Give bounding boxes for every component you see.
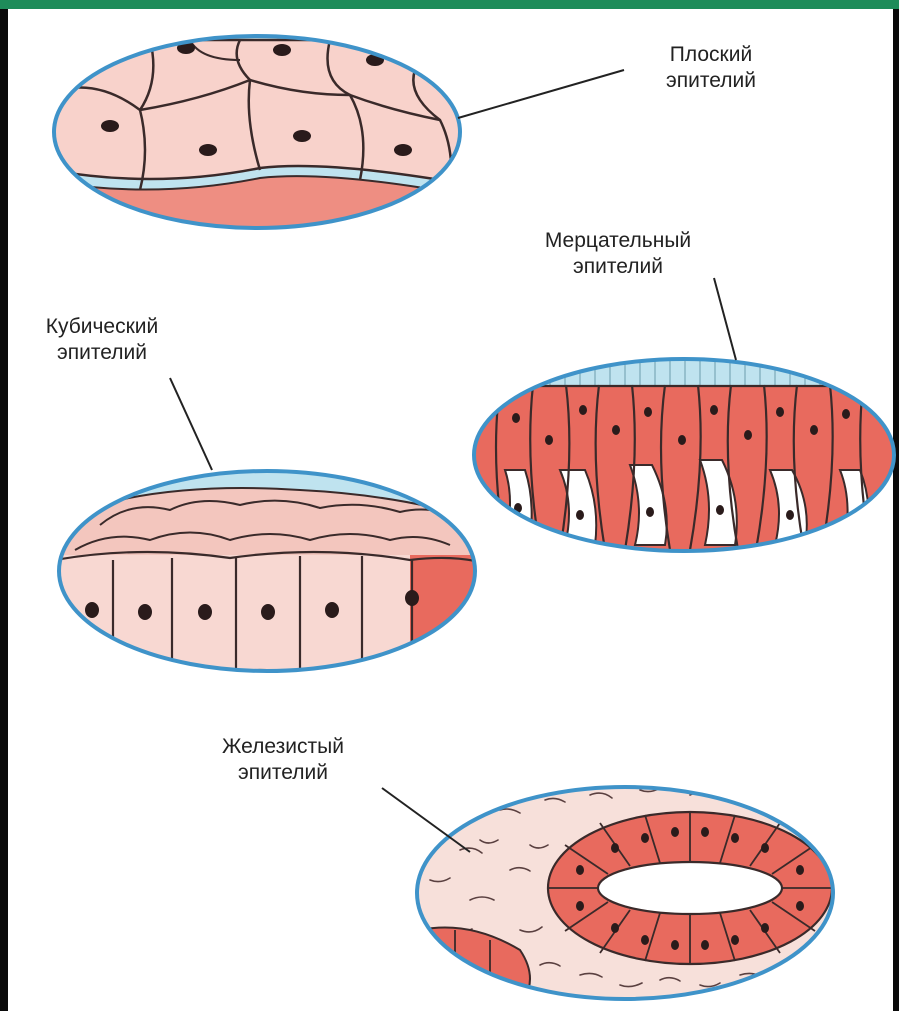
cubic-label-line-2: эпителий bbox=[12, 340, 192, 366]
flat-label-line-2: эпителий bbox=[636, 68, 786, 94]
flat-epithelium-oval bbox=[40, 36, 470, 240]
glandular-label-line-1: Железистый bbox=[188, 734, 378, 760]
cubic-epithelium-cells bbox=[55, 488, 485, 675]
ciliated-label-line-2: эпителий bbox=[498, 254, 738, 280]
glandular-epithelium-pointer bbox=[382, 788, 470, 852]
glandular-epithelium-oval bbox=[417, 787, 833, 1005]
cubic-label-line-1: Кубический bbox=[12, 314, 192, 340]
glandular-label-line-2: эпителий bbox=[188, 760, 378, 786]
cubic-epithelium-label: Кубический эпителий bbox=[12, 314, 192, 366]
ciliated-epithelium-label: Мерцательный эпителий bbox=[498, 228, 738, 280]
cubic-epithelium-pointer bbox=[170, 378, 212, 470]
ciliated-epithelium-cells bbox=[470, 355, 899, 555]
ciliated-epithelium-pointer bbox=[714, 278, 736, 360]
glandular-epithelium-label: Железистый эпителий bbox=[188, 734, 378, 786]
flat-epithelium-pointer bbox=[458, 70, 624, 118]
flat-label-line-1: Плоский bbox=[636, 42, 786, 68]
ciliated-epithelium-oval bbox=[470, 355, 899, 555]
flat-epithelium-label: Плоский эпителий bbox=[636, 42, 786, 94]
cubic-epithelium-oval bbox=[55, 471, 485, 675]
ciliated-label-line-1: Мерцательный bbox=[498, 228, 738, 254]
